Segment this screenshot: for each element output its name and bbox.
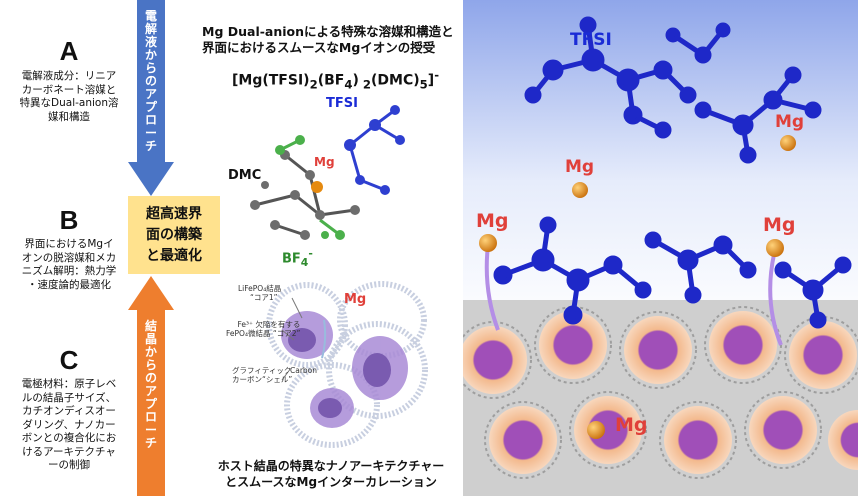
formula-sub: 2 [309,77,318,92]
top-title: Mg Dual-anionによる特殊な溶媒和構造と 界面におけるスムースなMgイ… [202,24,454,56]
section-a-line: カーボネート溶媒と [21,83,117,96]
bf4-text: BF [282,251,301,267]
section-c-line: けるアーキテクチャ [22,445,116,458]
molecule-bf4-label: BF4- [282,247,313,269]
section-b-line: ・速度論的最適化 [27,278,111,291]
bf4-sub: 4 [300,255,309,269]
molecule-mg-label: Mg [314,155,335,169]
formula-sup: - [434,68,440,82]
molecule-dmc-label: DMC [228,168,262,183]
section-a-text: 電解液成分：リニア カーボネート溶媒と 特異なDual-anion溶 媒和構造 [13,70,125,124]
crystal-label-line: カーボン“シェル” [232,375,293,384]
arrow-bottom-label: 結晶からのアプローチ [144,319,157,450]
bottom-caption: ホスト結晶の特異なナノアーキテクチャー とスムースなMgインターカレーション [200,458,462,490]
crystal-label-carbon: Carbon [290,366,318,375]
crystal-illustration [266,281,428,448]
crystal-label-line: FePO₄微結晶 “コア2” [226,329,301,338]
section-b-line: ニズム解明：熱力学 [21,265,117,277]
right-mg-label-1: Mg [565,157,595,177]
crystal-label-line: “コア1” [250,293,278,302]
formula-part: ] [427,72,435,89]
section-c-line: 電極材料：原子レベ [21,378,117,390]
right-mg-label-3: Mg [476,210,509,232]
center-box-line: 面の構築 [146,226,202,243]
crystal-label-fe: Fe³⁺ 欠陥を有する FePO₄微結晶 “コア2” [226,320,300,338]
formula: [Mg(TFSI)2(BF4) 2(DMC)5]- [232,68,439,91]
section-b-text: 界面におけるMgイ オンの脱溶媒和メカ ニズム解明：熱力学 ・速度論的最適化 [13,238,125,292]
bf4-sup: - [308,247,313,260]
section-a-line: 電解液成分：リニア [21,70,117,82]
bottom-caption-line: とスムースなMgインターカレーション [225,475,437,489]
section-a-line: 特異なDual-anion溶 [19,97,119,109]
right-mg-label-4: Mg [763,214,796,236]
letter-a: A [59,36,79,66]
section-c-line: ダリング、ナノカー [22,418,116,431]
section-c-line: ボンとの複合化にお [21,432,117,444]
bottom-caption-line: ホスト結晶の特異なナノアーキテクチャー [217,459,445,473]
section-c-text: 電極材料：原子レベ ルの結晶子サイズ、 カチオンディスオー ダリング、ナノカー … [13,378,125,473]
formula-sub: 2 [358,77,372,92]
crystal-label-line: Fe³⁺ 欠陥を有する [237,320,301,329]
formula-part: (BF [317,72,345,89]
crystal-mg-label: Mg [344,292,367,307]
center-box-line: と最適化 [146,247,202,264]
arrow-top-label: 電解液からのアプローチ [144,9,157,153]
section-b-line: オンの脱溶媒和メカ [21,251,117,264]
right-tfsi-label: TFSI [570,30,612,50]
formula-part: (DMC) [371,72,420,89]
formula-sub: 5 [419,77,428,92]
molecule-tfsi-label: TFSI [326,96,358,111]
molecule-illustration [250,105,405,240]
arrow-up-shape [128,276,174,496]
top-title-line: Mg Dual-anionによる特殊な溶媒和構造と [202,24,454,39]
top-title-line: 界面におけるスムースなMgイオンの授受 [202,40,436,55]
center-box-line: 超高速界 [146,205,202,222]
formula-part: [Mg(TFSI) [232,72,310,89]
section-c-line: ーの制御 [48,459,90,471]
letter-c: C [59,345,79,375]
crystal-label-line: グラフィティック [232,366,292,375]
center-box: 超高速界 面の構築 と最適化 [128,196,220,274]
right-mg-label-2: Mg [775,112,805,132]
section-b-line: 界面におけるMgイ [24,238,114,250]
crystal-label-lfp: LiFePO₄結晶 “コア1” [238,284,281,302]
section-a-line: 媒和構造 [48,110,90,123]
section-c-line: カチオンディスオー [22,405,116,417]
crystal-label-graphitic: グラフィティック カーボン“シェル” [232,366,292,384]
arrow-down-shape [128,0,174,196]
formula-sub: 4 [344,77,353,92]
letter-b: B [59,205,79,235]
right-mg-label-5: Mg [615,414,648,436]
crystal-label-line: LiFePO₄結晶 [238,284,282,293]
interface-illustration [463,0,858,496]
formula-part: ) [352,72,359,89]
section-c-line: ルの結晶子サイズ、 [21,391,117,404]
